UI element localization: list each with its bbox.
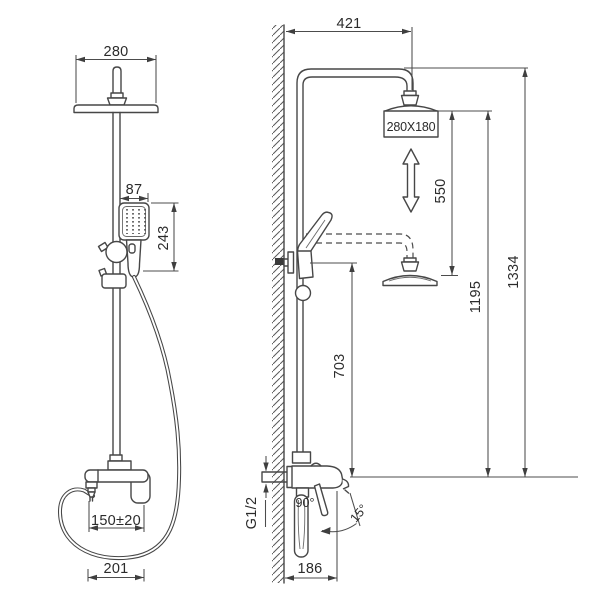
dimension-lines [75,27,578,582]
dim-head-to-outlet-height: 1195 [468,281,484,313]
dimension-labels: 280 87 243 150±20 201 421 550 1195 1334 … [91,16,522,577]
dim-handle-swing-angle: 90° [296,496,315,510]
shower-hose [57,275,182,561]
dim-height-adjust-range: 550 [433,178,449,203]
dim-arm-reach: 421 [336,16,361,32]
dim-head-width: 280 [103,44,128,60]
dim-spout-reach: 186 [297,561,322,577]
slider-bracket-front [97,240,128,289]
side-view: 280X180 [261,24,439,584]
dim-spout-height-tolerance: 150±20 [91,513,141,529]
mixer-side [261,451,361,558]
dim-spout-swivel-angle: 15° [347,502,370,525]
hand-shower-front [118,202,150,278]
dimension-arrows [76,28,528,581]
hand-shower-side [275,211,333,302]
dim-total-height: 1334 [506,255,522,288]
height-adjust-arrow-icon [402,148,420,213]
wall [272,24,285,584]
dim-base-width: 201 [103,561,128,577]
dim-hand-shower-to-outlet: 703 [332,353,348,378]
front-view [57,66,182,561]
rain-head-side-upper: 280X180 [383,105,439,138]
rain-head-front [73,66,159,114]
mixer-front [84,454,151,504]
rain-head-side-lower [306,233,438,287]
dim-inlet-thread: G1/2 [244,497,260,530]
dim-hand-shower-width: 87 [126,182,143,198]
head-size-label: 280X180 [387,120,436,134]
dim-hand-shower-length: 243 [156,225,172,250]
